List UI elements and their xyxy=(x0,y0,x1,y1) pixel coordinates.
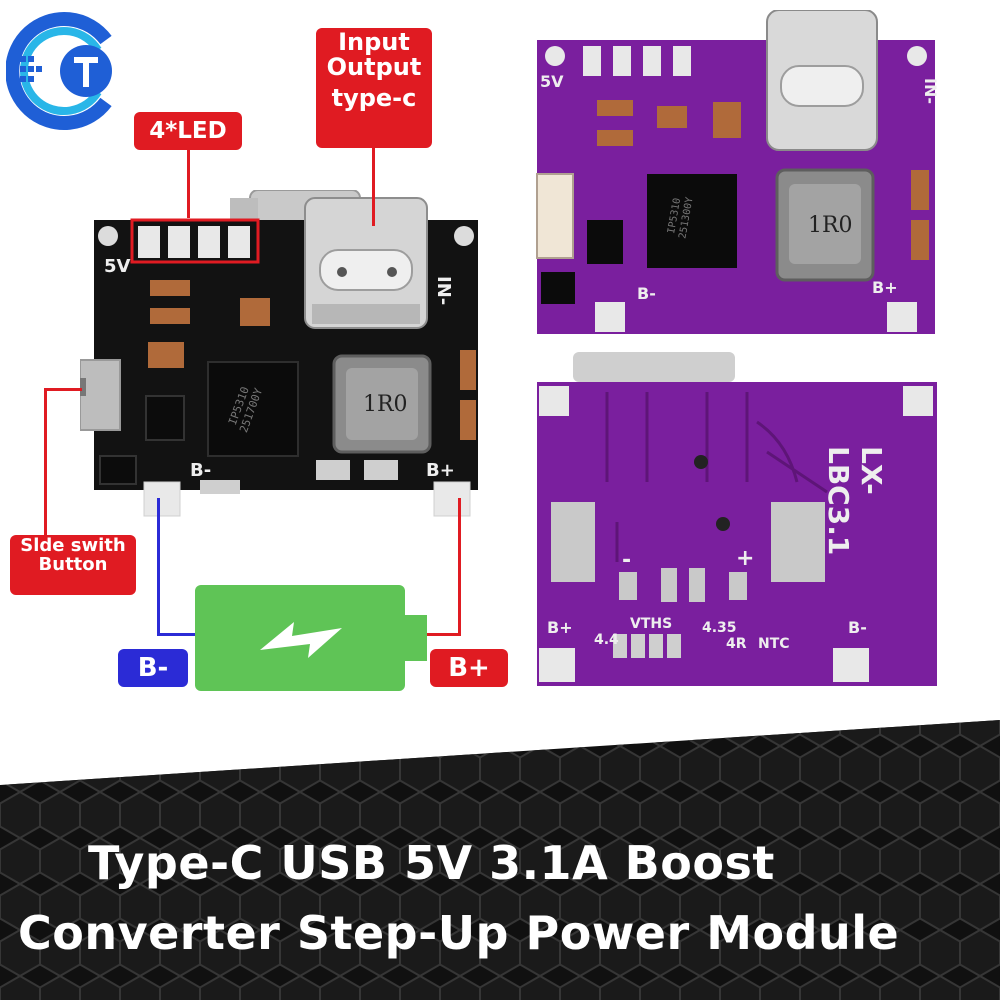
battery-negative-label: B- xyxy=(118,649,188,687)
store-logo-icon xyxy=(6,12,123,130)
purple-bottom-silk-vths: VTHS xyxy=(630,616,673,632)
black-silk-5v: 5V xyxy=(104,256,131,277)
purple-bottom-silk-minus: - xyxy=(622,548,632,573)
black-pcb-module xyxy=(80,190,478,517)
switch-label-pointer-h xyxy=(44,388,82,391)
purple-top-silk-bneg: B- xyxy=(637,284,656,303)
switch-label-line1: Slde swith xyxy=(20,535,126,556)
purple-top-silk-in: IN- xyxy=(921,78,940,104)
purple-pcb-top xyxy=(536,10,935,334)
port-label: Input Output type-c xyxy=(316,28,432,148)
title-line1: Type-C USB 5V 3.1A Boost xyxy=(88,836,775,890)
purple-bottom-silk-plus: + xyxy=(736,546,755,571)
purple-pcb-bottom xyxy=(537,352,937,686)
title-banner-background xyxy=(0,720,1000,1000)
purple-bottom-model: LX-LBC3.1 xyxy=(822,446,888,556)
black-silk-bpos: B+ xyxy=(426,460,455,481)
purple-top-silk-bpos: B+ xyxy=(872,278,898,297)
bneg-wire-v xyxy=(157,498,160,636)
port-label-line2: Output xyxy=(326,53,422,82)
switch-label: Slde swith Button xyxy=(10,535,136,595)
led-count-label: 4*LED xyxy=(134,112,242,150)
purple-top-inductor-marking: 1R0 xyxy=(808,213,853,238)
led-label-pointer xyxy=(187,150,190,218)
port-label-pointer xyxy=(372,146,375,226)
lightning-icon xyxy=(260,622,342,658)
bneg-wire-h xyxy=(157,633,201,636)
port-label-line1: Input xyxy=(338,28,410,56)
battery-positive-label: B+ xyxy=(430,649,508,687)
purple-bottom-silk-bpos: B+ xyxy=(547,618,573,637)
purple-bottom-silk-4r: 4R xyxy=(726,636,747,652)
black-inductor-marking: 1R0 xyxy=(363,392,408,417)
bpos-wire-h xyxy=(422,633,461,636)
purple-bottom-silk-bneg: B- xyxy=(848,618,867,637)
purple-bottom-silk-ntc: NTC xyxy=(758,636,790,652)
purple-top-silk-5v: 5V xyxy=(540,72,564,91)
switch-label-pointer-v xyxy=(44,388,47,536)
purple-bottom-silk-44: 4.4 xyxy=(594,632,619,648)
black-silk-in: IN- xyxy=(433,276,454,306)
switch-label-line2: Button xyxy=(38,553,108,575)
title-line2: Converter Step-Up Power Module xyxy=(18,906,900,960)
purple-bottom-silk-435: 4.35 xyxy=(702,620,737,636)
port-label-line3: type-c xyxy=(331,84,417,113)
bpos-wire-v xyxy=(458,498,461,636)
black-silk-bneg: B- xyxy=(190,460,212,481)
